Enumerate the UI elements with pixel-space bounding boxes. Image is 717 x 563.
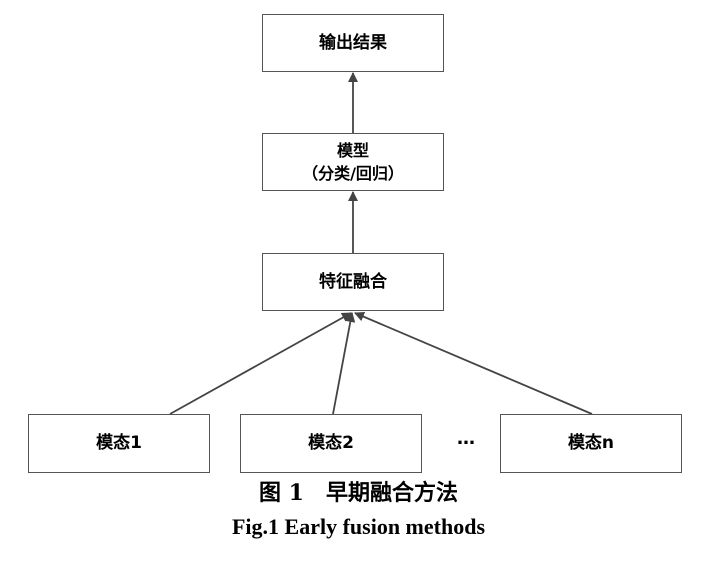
modality-1-label: 模态1 xyxy=(96,433,142,454)
arrow-mn-to-fusion xyxy=(354,311,593,415)
modality-n-box: 模态n xyxy=(500,414,682,473)
modality-2-box: 模态2 xyxy=(240,414,422,473)
model-sublabel: （分类/回归） xyxy=(302,164,404,183)
output-box: 输出结果 xyxy=(262,14,444,72)
model-label: 模型 xyxy=(336,140,369,160)
model-box: 模型 （分类/回归） xyxy=(262,133,444,191)
feature-fusion-label: 特征融合 xyxy=(319,271,387,292)
modality-2-label: 模态2 xyxy=(308,433,354,454)
arrow-m2-to-fusion xyxy=(332,312,356,415)
modality-n-label: 模态n xyxy=(567,433,615,454)
feature-fusion-box: 特征融合 xyxy=(262,253,444,311)
caption-english: Fig.1 Early fusion methods xyxy=(231,514,486,539)
arrow-m1-to-fusion xyxy=(169,312,352,415)
modality-1-box: 模态1 xyxy=(28,414,210,473)
caption-chinese: 图 1 早期融合方法 xyxy=(259,480,458,506)
ellipsis: … xyxy=(457,428,475,449)
output-label: 输出结果 xyxy=(319,32,387,53)
